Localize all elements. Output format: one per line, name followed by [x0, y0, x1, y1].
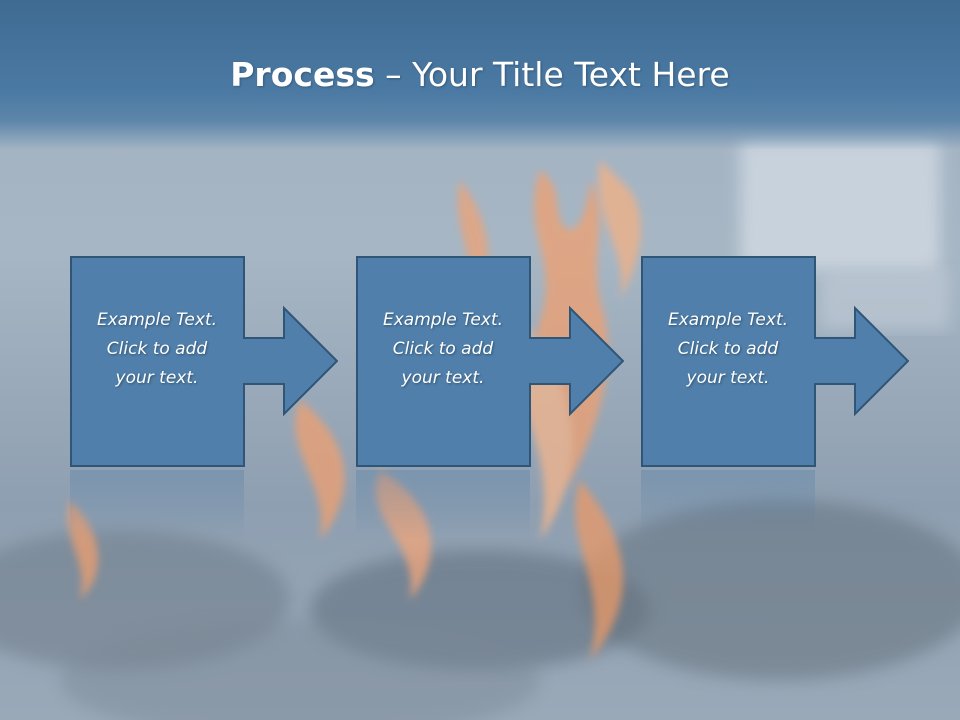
step-arrow-shape — [641, 256, 909, 467]
step-arrow-shape — [356, 256, 624, 467]
process-step-2[interactable]: Example Text. Click to add your text. — [356, 256, 624, 468]
process-step-3[interactable]: Example Text. Click to add your text. — [641, 256, 909, 468]
process-step-1[interactable]: Example Text. Click to add your text. — [70, 256, 338, 468]
title-bold: Process — [230, 55, 375, 94]
step-2-text: Example Text. Click to add your text. — [382, 310, 504, 388]
step-2-reflection — [356, 470, 530, 540]
step-1-text: Example Text. Click to add your text. — [96, 310, 218, 388]
step-3-text: Example Text. Click to add your text. — [667, 310, 789, 388]
title-band — [0, 0, 960, 150]
step-arrow-shape — [70, 256, 338, 467]
step-1-reflection — [70, 470, 244, 540]
slide-title[interactable]: Process – Your Title Text Here — [0, 50, 960, 100]
step-3-reflection — [641, 470, 815, 540]
title-rest: – Your Title Text Here — [374, 55, 730, 94]
